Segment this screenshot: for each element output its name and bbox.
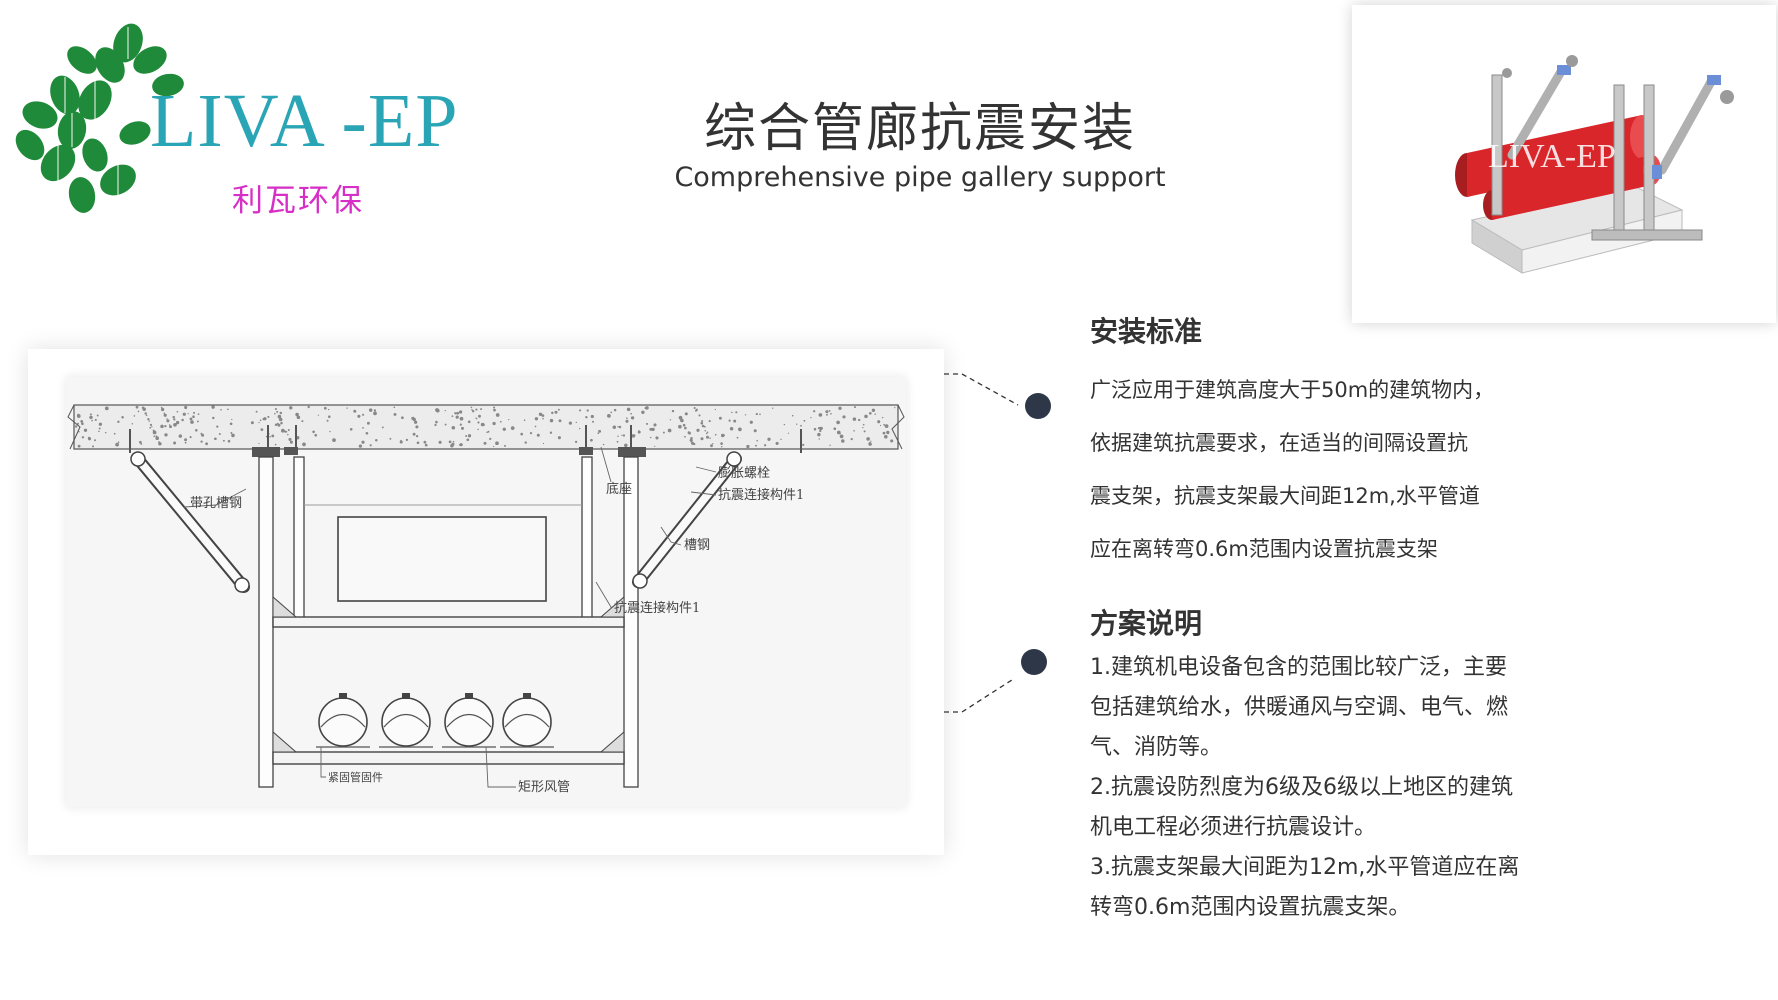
label-channel-steel: 槽钢 [684, 538, 711, 553]
label-seismic-connector-bottom: 抗震连接构件1 [614, 601, 701, 616]
section-body: 1.建筑机电设备包含的范围比较广泛，主要 包括建筑给水，供暖通风与空调、电气、燃… [1090, 648, 1550, 928]
label-base: 底座 [606, 482, 633, 497]
pipe-gallery-section-drawing [67, 404, 905, 788]
leaf-cluster-icon [15, 23, 184, 213]
seismic-support-illustration: LIVA-EP [1455, 55, 1734, 274]
technical-drawing: 带孔槽钢 底座 膨胀螺栓 抗震连接构件1 槽钢 抗震连接构件1 紧固管固件 矩形… [66, 377, 906, 807]
bullet-dot-icon [1021, 649, 1047, 675]
page-title-block: 综合管廊抗震安装 Comprehensive pipe gallery supp… [640, 99, 1200, 193]
connector-lines [944, 373, 1051, 713]
paragraph-line: 包括建筑给水，供暖通风与空调、电气、燃 [1090, 695, 1509, 720]
section-install-standard: 安装标准 广泛应用于建筑高度大于50m的建筑物内， 依据建筑抗震要求，在适当的间… [1090, 310, 1550, 576]
paragraph-line: 2.抗震设防烈度为6级及6级以上地区的建筑 [1090, 775, 1513, 800]
product-photo: LIVA-EP [1352, 5, 1776, 323]
section-heading: 方案说明 [1090, 607, 1203, 640]
paragraph-line: 广泛应用于建筑高度大于50m的建筑物内， [1090, 378, 1495, 402]
label-perforated-channel: 带孔槽钢 [190, 496, 243, 511]
paragraph-line: 1.建筑机电设备包含的范围比较广泛，主要 [1090, 655, 1507, 680]
label-rect-duct: 矩形风管 [518, 780, 571, 795]
paragraph-line: 应在离转弯0.6m范围内设置抗震支架 [1090, 537, 1438, 561]
photo-watermark: LIVA-EP [1488, 138, 1616, 175]
bullet-dot-icon [1025, 393, 1051, 419]
label-seismic-connector-top: 抗震连接构件1 [718, 488, 805, 503]
technical-drawing-card: 带孔槽钢 底座 膨胀螺栓 抗震连接构件1 槽钢 抗震连接构件1 紧固管固件 矩形… [28, 349, 944, 855]
paragraph-line: 3.抗震支架最大间距为12m,水平管道应在离 [1090, 855, 1520, 880]
logo-subtitle: 利瓦环保 [232, 183, 364, 219]
page-title: 综合管廊抗震安装 [703, 99, 1136, 159]
page-subtitle: Comprehensive pipe gallery support [674, 161, 1166, 193]
section-plan-description: 方案说明 1.建筑机电设备包含的范围比较广泛，主要 包括建筑给水，供暖通风与空调… [1090, 602, 1550, 928]
paragraph-line: 气、消防等。 [1090, 735, 1223, 760]
paragraph-line: 依据建筑抗震要求，在适当的间隔设置抗 [1090, 431, 1468, 455]
section-body: 广泛应用于建筑高度大于50m的建筑物内， 依据建筑抗震要求，在适当的间隔设置抗 … [1090, 364, 1550, 576]
label-pipe-clamp: 紧固管固件 [328, 771, 383, 784]
paragraph-line: 转弯0.6m范围内设置抗震支架。 [1090, 895, 1411, 920]
paragraph-line: 机电工程必须进行抗震设计。 [1090, 815, 1377, 840]
paragraph-line: 震支架，抗震支架最大间距12m,水平管道 [1090, 484, 1480, 508]
logo-wordmark: LIVA -EP [150, 79, 459, 163]
section-heading: 安装标准 [1090, 315, 1203, 348]
company-logo: LIVA -EP 利瓦环保 [10, 15, 490, 230]
label-expansion-bolt: 膨胀螺栓 [718, 466, 771, 481]
